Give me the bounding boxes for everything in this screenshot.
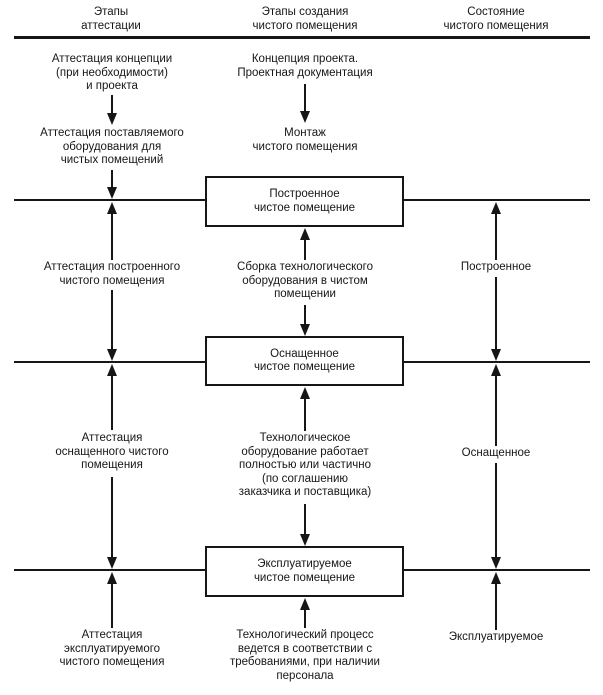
arrow-line <box>304 504 306 536</box>
arrow-down-icon <box>107 187 117 199</box>
arrow-line <box>111 95 113 115</box>
operational-cleanroom-box: Эксплуатируемое чистое помещение <box>205 546 404 597</box>
arrow-down-icon <box>300 111 310 123</box>
arrow-line <box>111 212 113 260</box>
equipped-cleanroom-box: Оснащенное чистое помещение <box>205 336 404 386</box>
attestation-equipped-label: Аттестация оснащенного чистого помещения <box>55 432 169 471</box>
arrow-line <box>495 374 497 446</box>
built-cleanroom-box: Построенное чистое помещение <box>205 176 404 227</box>
arrow-up-icon <box>300 228 310 240</box>
header-divider-line <box>14 36 590 39</box>
arrow-down-icon <box>107 557 117 569</box>
arrow-line <box>111 477 113 557</box>
arrow-down-icon <box>107 349 117 361</box>
arrow-down-icon <box>107 113 117 125</box>
arrow-line <box>111 170 113 188</box>
attestation-supplied-equipment-label: Аттестация поставляемого оборудования дл… <box>40 127 184 166</box>
arrow-line <box>304 608 306 628</box>
attestation-concept-label: Аттестация концепции (при необходимости)… <box>51 53 173 92</box>
arrow-down-icon <box>491 349 501 361</box>
arrow-up-icon <box>491 572 501 584</box>
arrow-down-icon <box>300 534 310 546</box>
equipment-assembly-label: Сборка технологического оборудования в ч… <box>237 261 373 300</box>
arrow-up-icon <box>300 598 310 610</box>
arrow-up-icon <box>107 202 117 214</box>
column-header-state: Состояние чистого помещения <box>443 6 549 32</box>
arrow-line <box>495 582 497 630</box>
arrow-line <box>495 463 497 558</box>
arrow-line <box>111 290 113 350</box>
arrow-line <box>304 305 306 325</box>
arrow-line <box>304 397 306 431</box>
project-concept-label: Концепция проекта. Проектная документаци… <box>237 53 373 79</box>
arrow-line <box>304 238 306 260</box>
arrow-up-icon <box>300 387 310 399</box>
state-equipped-label: Оснащенное <box>461 447 531 459</box>
arrow-line <box>111 582 113 628</box>
state-built-label: Построенное <box>460 261 532 273</box>
arrow-down-icon <box>491 557 501 569</box>
arrow-line <box>495 277 497 350</box>
arrow-up-icon <box>491 364 501 376</box>
arrow-down-icon <box>300 324 310 336</box>
arrow-up-icon <box>107 572 117 584</box>
arrow-line <box>495 212 497 260</box>
state-operational-label: Эксплуатируемое <box>448 631 544 643</box>
process-operation-label: Технологический процесс ведется в соотве… <box>230 629 380 682</box>
column-header-attestation-stages: Этапы аттестации <box>81 6 141 32</box>
arrow-up-icon <box>491 202 501 214</box>
installation-label: Монтаж чистого помещения <box>252 127 358 153</box>
arrow-line <box>111 374 113 430</box>
arrow-up-icon <box>107 364 117 376</box>
attestation-built-label: Аттестация построенного чистого помещени… <box>43 261 181 287</box>
attestation-operational-label: Аттестация эксплуатируемого чистого поме… <box>59 629 165 668</box>
equipment-operation-label: Технологическое оборудование работает по… <box>238 432 372 498</box>
arrow-line <box>304 84 306 112</box>
column-header-creation-stages: Этапы создания чистого помещения <box>252 6 358 32</box>
